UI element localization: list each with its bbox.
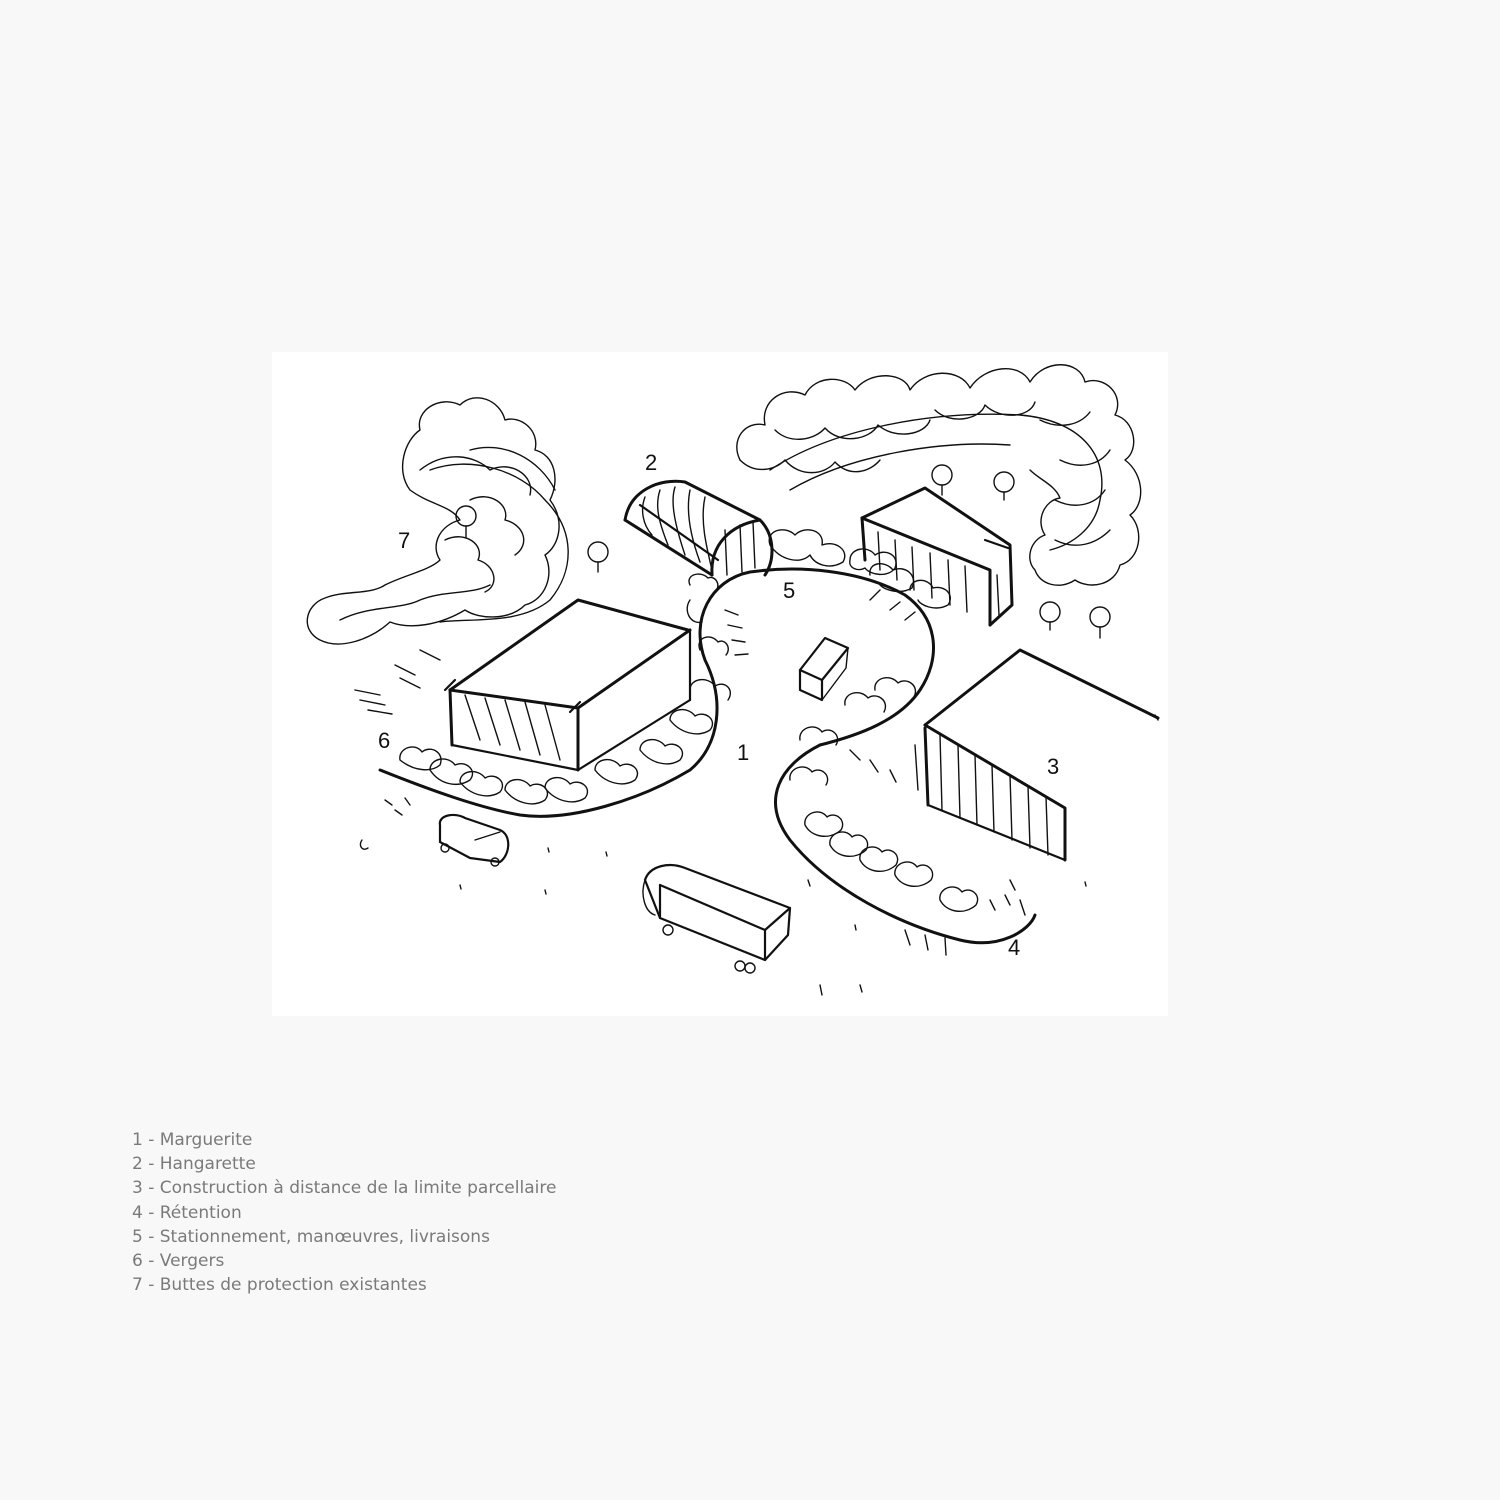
label-7: 7 xyxy=(398,528,410,553)
legend-item-1: 1 - Marguerite xyxy=(132,1130,253,1150)
label-5: 5 xyxy=(783,578,795,603)
label-1: 1 xyxy=(737,740,749,765)
shrubs-left-bank xyxy=(354,636,732,816)
diagram-number-labels: 1 2 3 4 5 6 7 xyxy=(378,450,1059,960)
car-left xyxy=(438,813,510,867)
building-construction-right xyxy=(914,648,1160,862)
label-2: 2 xyxy=(645,450,657,475)
warehouse-back-right xyxy=(860,464,1015,627)
legend-item-6: 6 - Vergers xyxy=(132,1251,225,1272)
site-markers xyxy=(359,714,1159,931)
legend-item-7: 7 - Buttes de protection existantes xyxy=(132,1275,427,1296)
legend-item-5: 5 - Stationnement, manœuvres, livraisons xyxy=(132,1226,490,1247)
building-left xyxy=(443,598,692,772)
legend-item-2: 2 - Hangarette xyxy=(132,1154,256,1175)
central-road xyxy=(378,567,1037,996)
legend-item-3: 3 - Construction à distance de la limite… xyxy=(132,1178,557,1199)
car-courtyard xyxy=(798,636,850,702)
hedge-shrubs-top xyxy=(686,529,951,624)
legend: 1 - Marguerite 2 - Hangarette 3 - Constr… xyxy=(132,1128,556,1297)
shrubs-retention-bank xyxy=(789,676,1026,916)
legend-item-4: 4 - Rétention xyxy=(132,1202,242,1223)
label-4: 4 xyxy=(1008,935,1020,960)
truck-front xyxy=(642,864,792,974)
label-3: 3 xyxy=(1047,754,1059,779)
protective-mound-right xyxy=(736,364,1142,639)
hangarette-building xyxy=(623,479,774,577)
protective-mound-left xyxy=(306,397,609,645)
label-6: 6 xyxy=(378,728,390,753)
